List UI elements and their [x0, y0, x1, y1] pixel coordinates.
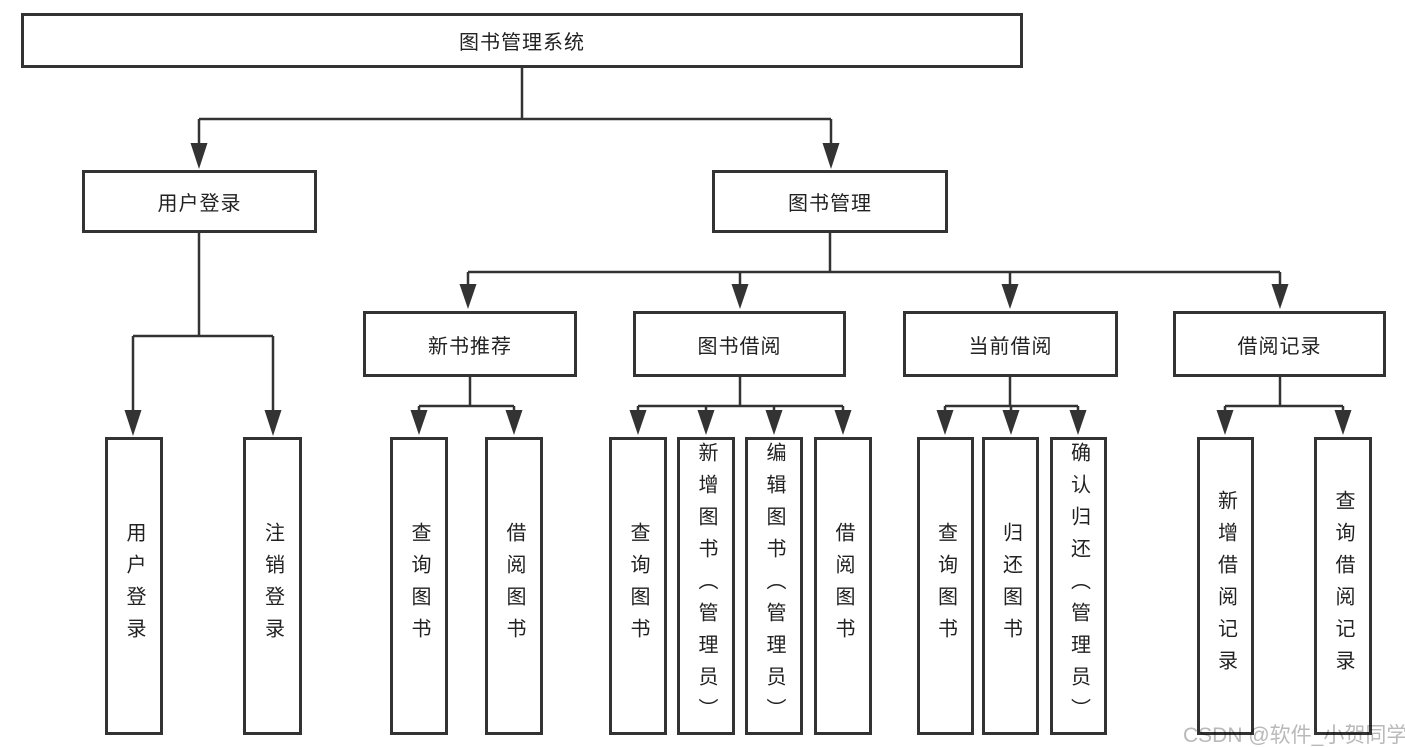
arrowhead — [1334, 410, 1352, 435]
arrowhead — [1216, 410, 1234, 435]
arrowhead — [731, 284, 749, 309]
leaf-current-confirm-return-admin: 确认归还（管理员） — [1050, 437, 1107, 735]
node-label: 当前借阅 — [968, 335, 1053, 358]
leaf-logout: 注销登录 — [243, 437, 302, 735]
connector-user-login-children — [124, 233, 282, 436]
connector-book-management-children — [459, 233, 1289, 309]
leaf-records-add-record: 新增借阅记录 — [1197, 437, 1254, 735]
node-label: 编辑图书（管理员） — [763, 442, 785, 730]
node-label: 确认归还（管理员） — [1067, 442, 1090, 730]
node-user-login: 用户登录 — [82, 170, 317, 233]
leaf-user-login: 用户登录 — [105, 437, 163, 735]
leaf-borrowing-query-books: 查询图书 — [609, 437, 667, 735]
arrowhead — [1271, 284, 1289, 309]
watermark: CSDN @软件_小贺同学 — [1183, 724, 1405, 747]
connector-borrowing-records-children — [1216, 377, 1352, 435]
arrowhead — [1002, 410, 1020, 435]
node-label: 查询图书 — [627, 522, 649, 650]
node-label: 新书推荐 — [428, 335, 512, 358]
node-label: 归还图书 — [999, 522, 1022, 650]
leaf-borrowing-borrow-books: 借阅图书 — [814, 437, 872, 735]
arrowhead — [190, 143, 208, 169]
node-current-borrowing: 当前借阅 — [903, 311, 1118, 377]
node-label: 查询图书 — [408, 522, 430, 650]
arrowhead — [410, 410, 428, 435]
connector-current-borrowing-children — [936, 377, 1087, 435]
connector-root-to-level2 — [190, 68, 840, 169]
connector-book-borrowing-children — [629, 377, 852, 435]
arrowhead — [1069, 410, 1087, 435]
node-book-borrowing: 图书借阅 — [633, 311, 846, 377]
leaf-borrowing-add-books-admin: 新增图书（管理员） — [677, 437, 735, 735]
arrowhead — [459, 284, 477, 309]
arrowhead — [1001, 284, 1019, 309]
node-label: 新增图书（管理员） — [695, 442, 717, 730]
node-label: 借阅记录 — [1237, 335, 1322, 358]
arrowhead — [834, 410, 852, 435]
connector-new-book-recommend-children — [410, 377, 523, 435]
arrowhead — [124, 410, 142, 436]
node-label: 借阅图书 — [503, 522, 525, 650]
arrowhead — [822, 143, 840, 169]
node-label: 借阅图书 — [832, 522, 854, 650]
arrowhead — [936, 410, 954, 435]
arrowhead — [697, 410, 715, 435]
leaf-current-query-books: 查询图书 — [917, 437, 974, 735]
node-label: 查询图书 — [934, 522, 957, 650]
node-label: 注销登录 — [261, 522, 284, 650]
node-label: 图书管理 — [788, 193, 872, 215]
leaf-current-return-books: 归还图书 — [982, 437, 1039, 735]
leaf-recommend-query-books: 查询图书 — [390, 437, 448, 735]
arrowhead — [629, 410, 647, 435]
node-label: 用户登录 — [123, 522, 145, 650]
node-book-management-system: 图书管理系统 — [21, 13, 1023, 68]
node-label: 新增借阅记录 — [1214, 490, 1237, 682]
node-borrowing-records: 借阅记录 — [1173, 311, 1386, 377]
node-label: 用户登录 — [157, 193, 242, 215]
arrowhead — [505, 410, 523, 435]
leaf-records-query-record: 查询借阅记录 — [1314, 437, 1372, 735]
leaf-recommend-borrow-books: 借阅图书 — [485, 437, 543, 735]
arrowhead — [765, 410, 783, 435]
leaf-borrowing-edit-books-admin: 编辑图书（管理员） — [745, 437, 803, 735]
node-new-book-recommend: 新书推荐 — [363, 311, 577, 377]
node-book-management: 图书管理 — [712, 170, 948, 233]
node-label: 图书借阅 — [697, 335, 782, 358]
node-label: 查询借阅记录 — [1332, 490, 1354, 682]
arrowhead — [264, 410, 282, 436]
node-label: 图书管理系统 — [459, 32, 585, 54]
